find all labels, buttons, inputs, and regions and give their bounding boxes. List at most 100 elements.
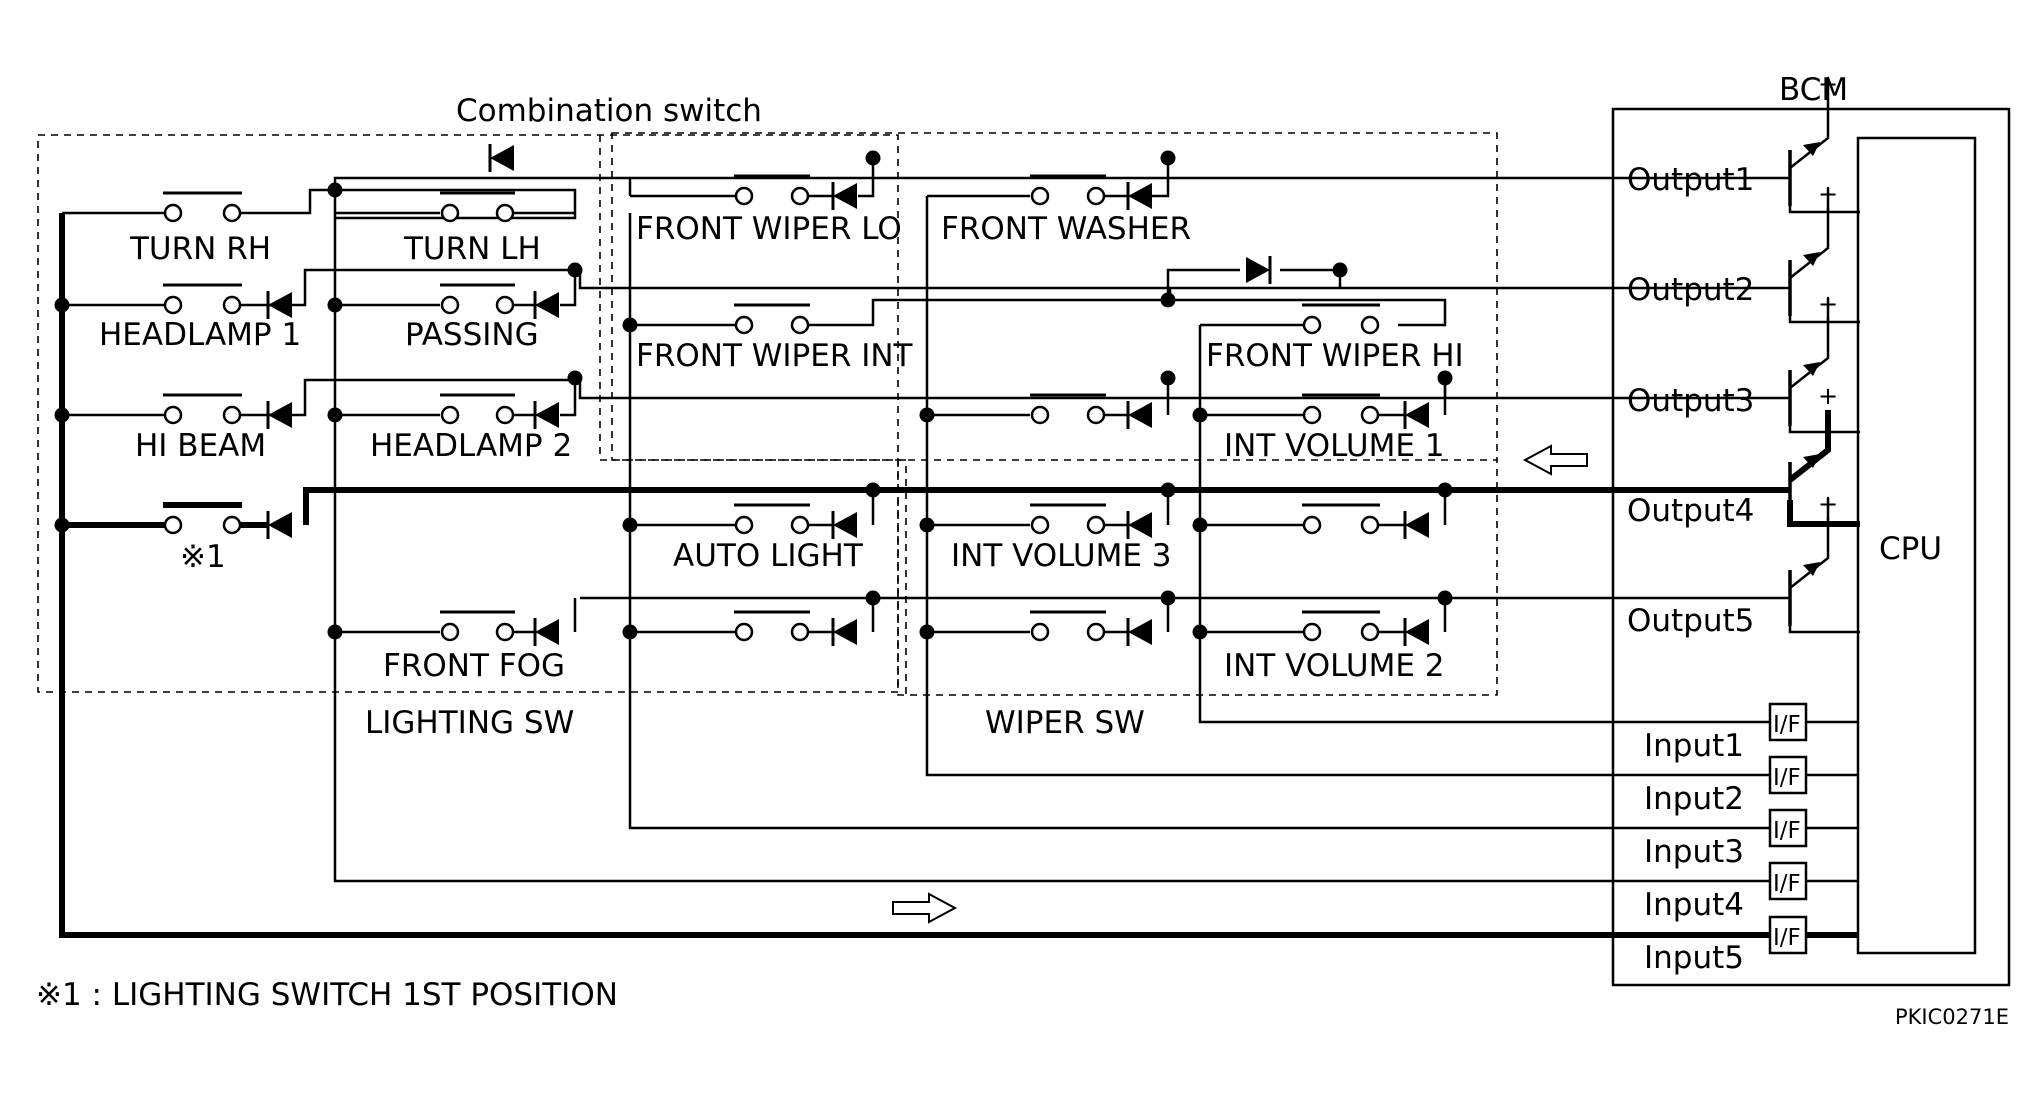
if-box-frame <box>1768 755 1808 795</box>
diode-symbol <box>266 401 292 429</box>
signal-direction-arrow-left <box>1522 444 1588 476</box>
wire <box>1280 268 1342 288</box>
junction-dot <box>1332 262 1348 278</box>
auto-light-label: AUTO LIGHT <box>673 538 864 574</box>
switch-contact <box>790 315 810 335</box>
diode-triangle <box>535 292 559 318</box>
diode-triangle <box>1128 183 1152 209</box>
switch-contact <box>495 203 515 223</box>
int-volume-3-label: INT VOLUME 3 <box>951 538 1172 574</box>
lighting-sw-label: LIGHTING SW <box>365 705 574 741</box>
diode-symbol <box>831 618 857 646</box>
if-box-frame <box>1768 861 1808 901</box>
input2-wire <box>925 196 1858 777</box>
diode-triangle <box>268 402 292 428</box>
switch-contact <box>1302 315 1322 335</box>
switch-symbol <box>440 283 515 315</box>
diode-symbol <box>1126 182 1152 210</box>
diode-symbol <box>266 291 292 319</box>
diode-triangle <box>833 183 857 209</box>
diode-triangle <box>1405 619 1429 645</box>
switch-contact <box>1360 315 1380 335</box>
input1-wire <box>1198 415 1858 724</box>
diode-symbol <box>831 511 857 539</box>
if-label: I/F <box>1773 818 1801 844</box>
transistor-emitter <box>1787 500 1860 527</box>
diode-triangle <box>833 512 857 538</box>
junction-dot <box>54 517 70 533</box>
diode-triangle <box>1246 257 1270 283</box>
junction-dot <box>919 407 935 423</box>
junction-dot <box>327 624 343 640</box>
switch-symbol <box>1030 174 1106 206</box>
wire <box>268 378 1760 417</box>
input3-label: Input3 <box>1644 834 1744 870</box>
headlamp1-label: HEADLAMP 1 <box>99 317 301 353</box>
interface-box: I/F <box>1768 755 1808 795</box>
junction-dot <box>622 317 638 333</box>
switch-contact <box>790 515 810 535</box>
hi-beam-label: HI BEAM <box>135 428 266 464</box>
front-wiper-hi-label: FRONT WIPER HI <box>1206 338 1464 374</box>
transistor-emitter <box>1788 608 1860 634</box>
transistor-collector <box>1789 318 1830 389</box>
input1-label: Input1 <box>1644 728 1744 764</box>
transistor-collector <box>1789 518 1830 589</box>
diode-triangle <box>1128 619 1152 645</box>
diode-triangle <box>490 145 514 171</box>
passing-label: PASSING <box>405 317 539 353</box>
junction-dot <box>865 590 881 606</box>
switch-contact <box>440 203 460 223</box>
wire <box>1166 268 1240 300</box>
junction-dot <box>622 624 638 640</box>
diode-symbol <box>1126 618 1152 646</box>
position1-mark: ※1 <box>180 539 226 575</box>
switch-contact <box>790 622 810 642</box>
switch-contact <box>1086 515 1106 535</box>
int-volume-1-label: INT VOLUME 1 <box>1224 428 1445 464</box>
diode-triangle <box>268 292 292 318</box>
turn-lh-label: TURN LH <box>403 231 541 267</box>
switch-contact <box>1302 622 1322 642</box>
junction-dot <box>327 297 343 313</box>
switch-contact <box>440 622 460 642</box>
switch-contact <box>163 515 183 535</box>
switch-contact <box>1030 622 1050 642</box>
transistor-emitter <box>1788 188 1860 214</box>
switch-contact <box>222 405 242 425</box>
switch-contact <box>734 622 754 642</box>
wire <box>560 268 577 307</box>
switch-contact <box>1360 515 1380 535</box>
if-label: I/F <box>1773 712 1801 738</box>
diode-symbol <box>1403 401 1429 429</box>
switch-contact <box>1360 405 1380 425</box>
junction-dot <box>919 517 935 533</box>
combination-switch-title: Combination switch <box>456 93 762 129</box>
switch-contact <box>1086 405 1106 425</box>
diode-symbol <box>1246 256 1272 284</box>
switch-contact <box>734 186 754 206</box>
wiper-switch-lower-boundary <box>897 460 1498 696</box>
cpu-box <box>1856 136 1977 955</box>
transistor-arrow <box>1803 454 1820 468</box>
wire <box>1150 158 1170 198</box>
wire <box>807 288 1172 327</box>
junction-dot <box>567 370 583 386</box>
output4-label: Output4 <box>1627 493 1754 529</box>
arrow-outline <box>892 892 958 924</box>
transistor-symbol: + <box>1760 70 1860 214</box>
switch-contact <box>163 405 183 425</box>
switch-contact <box>495 405 515 425</box>
junction-dot <box>919 624 935 640</box>
switch-symbol <box>1302 610 1380 642</box>
output2-label: Output2 <box>1627 272 1754 308</box>
diode-triangle <box>1128 512 1152 538</box>
interface-box: I/F <box>1768 861 1808 901</box>
switch-symbol <box>734 174 810 206</box>
diagram-marks: +++++I/FI/FI/FI/FI/F <box>37 70 2011 987</box>
wire <box>560 378 577 417</box>
wire <box>1168 298 1447 327</box>
wiper-switch-upper-boundary <box>611 132 1498 461</box>
output3-label: Output3 <box>1627 383 1754 419</box>
